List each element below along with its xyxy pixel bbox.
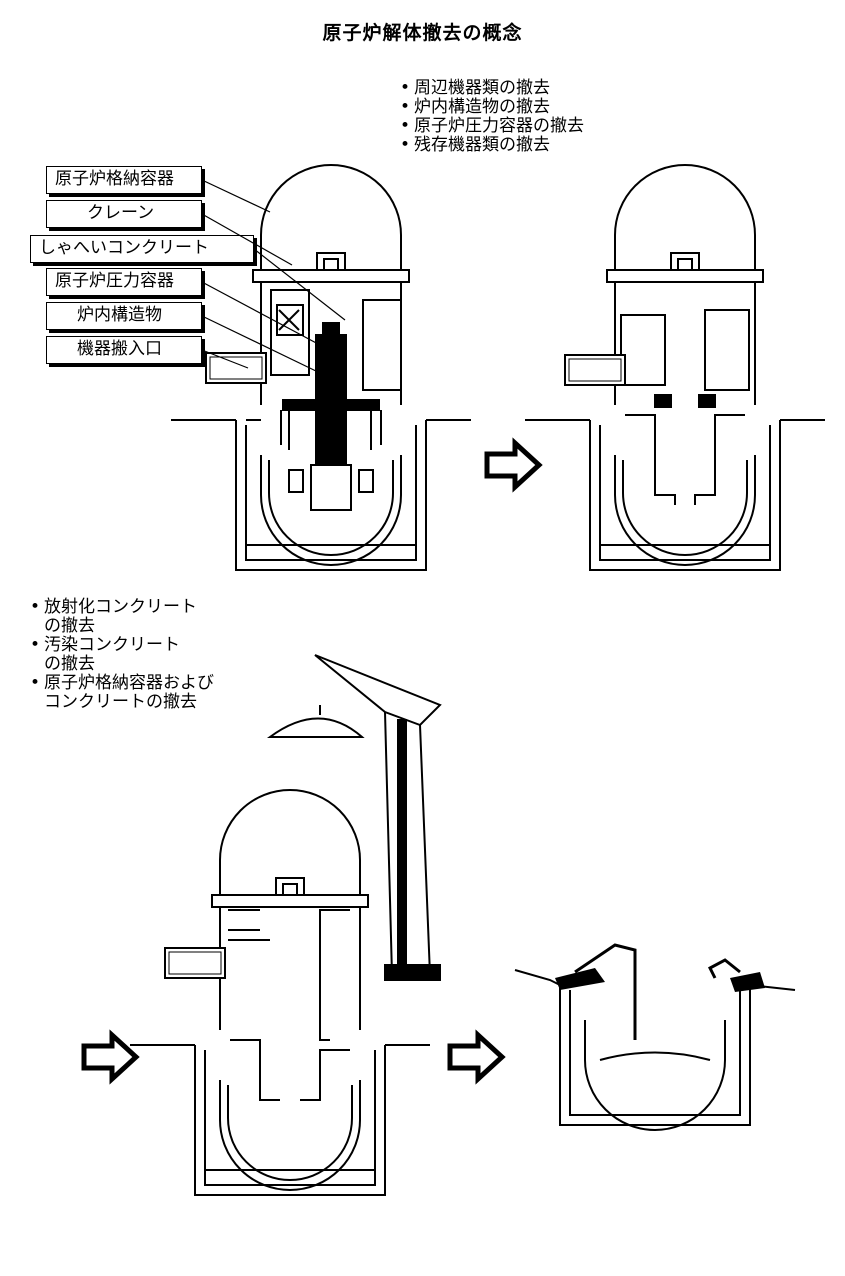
stage1-step-list: 周辺機器類の撤去 炉内構造物の撤去 原子炉圧力容器の撤去 残存機器類の撤去 — [400, 79, 584, 156]
step-item: 放射化コンクリート の撤去 — [30, 598, 214, 636]
page-title: 原子炉解体撤去の概念 — [322, 22, 523, 44]
step-item: 炉内構造物の撤去 — [400, 98, 584, 118]
plant-initial-drawing — [170, 164, 472, 571]
arrow-icon — [487, 443, 539, 487]
step-item: 原子炉格納容器および コンクリートの撤去 — [30, 674, 214, 712]
label-equipment-hatch: 機器搬入口 — [46, 336, 202, 364]
arrow-icon — [84, 1035, 136, 1079]
label-crane: クレーン — [46, 200, 202, 228]
label-containment-vessel: 原子炉格納容器 — [46, 166, 202, 194]
stage2-step-list: 放射化コンクリート の撤去 汚染コンクリート の撤去 原子炉格納容器および コン… — [30, 598, 214, 712]
plant-after-stage1-drawing — [524, 164, 826, 571]
leader-lines — [201, 179, 346, 373]
label-pressure-vessel: 原子炉圧力容器 — [46, 268, 202, 296]
step-item: 原子炉圧力容器の撤去 — [400, 117, 584, 137]
label-shielding-concrete: しゃへいコンクリート — [30, 235, 254, 263]
step-item: 周辺機器類の撤去 — [400, 79, 584, 99]
step-item: 残存機器類の撤去 — [400, 136, 584, 156]
plant-with-crane-drawing — [129, 789, 431, 1196]
crane-drawing — [266, 654, 442, 981]
step-item: 汚染コンクリート の撤去 — [30, 636, 214, 674]
label-reactor-internals: 炉内構造物 — [46, 302, 202, 330]
plant-final-drawing — [514, 943, 796, 1131]
arrow-icon — [450, 1035, 502, 1079]
